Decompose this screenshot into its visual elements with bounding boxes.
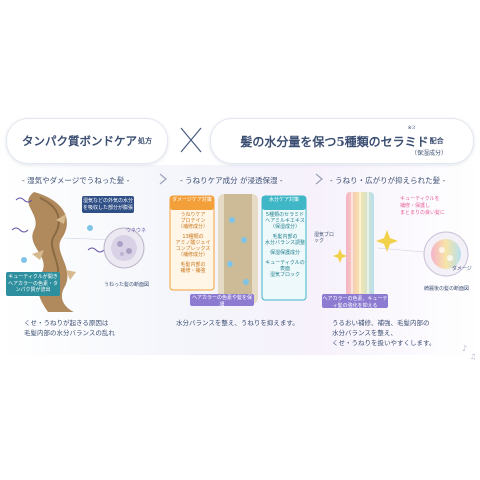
middle-right-item: 保湿保護成分 [269,250,300,256]
right-pink-tag: キューティクルを 補修・保護し まとまりの良い髪に [400,196,445,217]
care-ingredient-illustration [169,194,307,306]
right-caption-line: うるおい補修、補強、毛髪内部の [332,319,430,327]
arrow-right-icon [159,173,167,185]
right-damage-label: ダメージ [452,266,472,272]
right-title-suffix: 配合 [429,136,444,145]
left-sound-text: ウネウネ [126,228,147,234]
right-panel-label: - うねり・広がりが抑えられた髪 - [330,176,446,185]
left-title-pill: タンパク質ボンドケア処方 [6,118,168,164]
middle-caption: 水分バランスを整え、うねりを抑えます。 [176,319,299,327]
left-caption-line: くせ・うねりが起きる原因は [24,319,109,327]
middle-left-item: （補修成分） [177,224,208,230]
right-pink-tag-line: まとまりの良い髪に [400,210,446,216]
middle-right-box-title: 水分ケア対策 [268,197,299,203]
right-circle-caption: 綺麗後の髪の断面図 [424,286,470,292]
right-pink-tag-line: 補修・保護し [400,203,431,209]
middle-left-item: うねりケア [180,212,206,218]
middle-right-item: 5種類のセラミド [265,212,305,218]
music-note-icon: ♪ [462,344,468,353]
right-pink-tag-line: キューティクルを [400,196,440,202]
middle-right-item: 湿気ブロック [269,272,300,278]
middle-left-item: 補修・補強 [180,268,206,274]
middle-right-item: ヘアミルキエキス [265,218,305,224]
middle-left-item: プロテイン [180,218,206,224]
right-color-tag: ヘアカラーの色素、キューティ髪の強化を抑える [322,296,388,309]
right-title-sup: ※3 [407,125,415,131]
middle-right-item: キューティクルの表面 [265,260,305,272]
middle-left-item: 毛髪内部の [180,262,206,268]
right-title: 髪の水分量を保つ5種類のセラミド [240,134,429,149]
left-circle-caption: うねった髪の断面図 [104,282,150,288]
arrow-right-icon [315,173,323,185]
middle-right-item: 水分バランス調整 [265,240,305,246]
right-caption-line: 水分バランスを整え、 [332,329,397,337]
left-panel-label: - 湿気やダメージでうねった髪 - [22,176,130,185]
right-title-pill: 髪の水分量を保つ5種類のセラミド配合 ※3 （保湿成分） [210,118,474,164]
middle-panel-label: - うねりケア成分 が浸透保湿 - [180,176,283,185]
left-caption-line: 毛髪内部の水分バランスの乱れ [24,329,115,337]
right-humidity-label: 湿気ブロック [314,232,335,244]
left-caption: くせ・うねりが起きる原因は 毛髪内部の水分バランスの乱れ [24,318,115,338]
middle-right-item: 毛髪内部の [272,234,298,240]
right-title-note: （保湿成分） [410,150,447,157]
middle-left-item: アミノ酸ジェイ [175,240,211,246]
middle-left-items: うねりケア プロテイン （補修成分） 13種類の アミノ酸ジェイ コンプレックス… [172,212,214,274]
smooth-hair-illustration [322,192,469,308]
left-title: タンパク質ボンドケア [22,134,137,148]
right-caption-line: くせ・うねりを扱いやすくします。 [332,339,436,347]
left-teal-tag: キューティクルが開きヘアカラーの色素・タンパク質が流出 [6,272,60,296]
middle-left-item: 13種類の [182,234,204,240]
middle-left-box-title: ダメージケア対策 [172,197,212,203]
left-title-suffix: 処方 [138,136,152,145]
middle-right-item: （保湿成分） [269,224,300,230]
middle-color-tag: ヘアカラーの色素や髪を保護 [191,295,252,308]
middle-left-item: コンプレックス [175,246,211,252]
middle-right-items: 5種類のセラミド ヘアミルキエキス （保湿成分） 毛髪内部の 水分バランス調整 … [264,212,306,278]
music-note-icon: ♫ [470,353,477,361]
right-caption: うるおい補修、補強、毛髪内部の 水分バランスを整え、 くせ・うねりを扱いやすくし… [332,318,435,348]
middle-left-item: （補修成分） [177,252,208,258]
left-blue-tag: 湿気などの外気の水分を吸収した部分が膨張 [82,196,134,213]
cross-icon [180,127,202,153]
